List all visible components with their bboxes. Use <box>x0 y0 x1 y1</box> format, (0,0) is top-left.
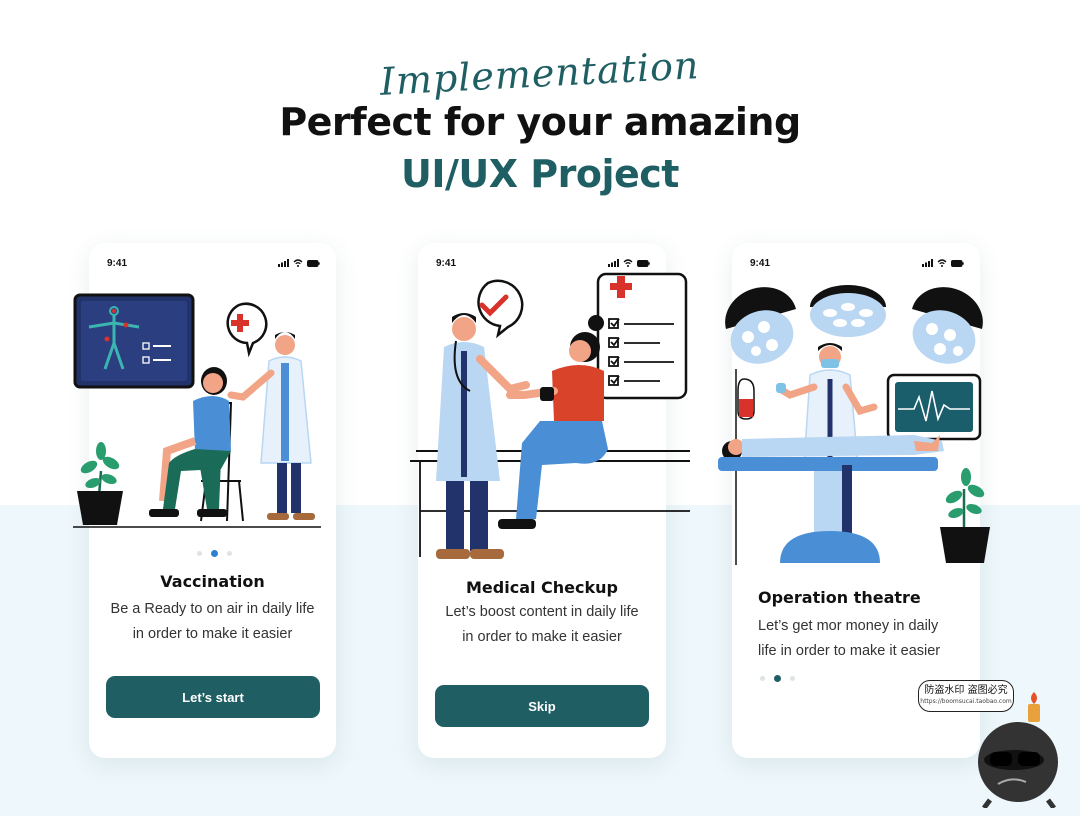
screen-description: Let’s boost content in daily life in ord… <box>418 600 666 650</box>
signal-icon <box>922 259 933 267</box>
bomb-mascot-icon <box>978 692 1058 808</box>
battery-icon <box>307 259 320 267</box>
screen-title: Medical Checkup <box>466 578 618 597</box>
signal-icon <box>278 259 289 267</box>
description-line-1: Be a Ready to on air in daily life <box>110 601 315 617</box>
screen-title: Vaccination <box>160 572 265 591</box>
page-indicator[interactable] <box>197 550 232 557</box>
wifi-icon <box>293 259 303 267</box>
status-bar: 9:41 <box>107 256 320 270</box>
page-dot[interactable] <box>760 676 765 681</box>
watermark-url: https://boomsucai.taobao.com <box>920 698 1012 705</box>
screen-description: Let’s get mor money in daily life in ord… <box>732 614 980 664</box>
phone-screen-medical-checkup: 9:41 <box>410 243 690 758</box>
status-time: 9:41 <box>750 257 771 269</box>
page-dot[interactable] <box>790 676 795 681</box>
headline-line-1: Perfect for your amazing <box>279 100 801 144</box>
description-line-1: Let’s boost content in daily life <box>445 604 639 620</box>
description-line-2: life in order to make it easier <box>758 643 941 659</box>
description-line-2: in order to make it easier <box>462 629 622 645</box>
medical-checkup-illustration <box>410 272 690 559</box>
vaccination-illustration <box>73 293 321 528</box>
status-time: 9:41 <box>107 257 128 269</box>
battery-icon <box>951 259 964 267</box>
status-bar: 9:41 <box>750 256 964 270</box>
wifi-icon <box>623 259 633 267</box>
description-line-1: Let’s get mor money in daily <box>758 618 939 634</box>
status-bar: 9:41 <box>436 256 650 270</box>
screen-title: Operation theatre <box>758 588 921 607</box>
skip-button[interactable]: Skip <box>435 685 649 727</box>
battery-icon <box>637 259 650 267</box>
page-indicator[interactable] <box>760 675 795 682</box>
watermark-bubble: 防盗水印 盗图必究 https://boomsucai.taobao.com <box>918 680 1014 712</box>
phone-screen-vaccination: 9:41 <box>73 243 336 758</box>
watermark-text: 防盗水印 盗图必究 <box>924 685 1008 696</box>
page-dot-active[interactable] <box>211 550 218 557</box>
operation-theatre-illustration <box>718 285 990 565</box>
status-time: 9:41 <box>436 257 457 269</box>
page-dot-active[interactable] <box>774 675 781 682</box>
page-dot[interactable] <box>197 551 202 556</box>
phone-screen-operation-theatre: 9:41 <box>718 243 990 758</box>
wifi-icon <box>937 259 947 267</box>
page-dot[interactable] <box>227 551 232 556</box>
lets-start-button[interactable]: Let’s start <box>106 676 320 718</box>
headline-line-2: UI/UX Project <box>401 152 679 196</box>
signal-icon <box>608 259 619 267</box>
screen-description: Be a Ready to on air in daily life in or… <box>89 597 336 647</box>
description-line-2: in order to make it easier <box>132 626 293 642</box>
